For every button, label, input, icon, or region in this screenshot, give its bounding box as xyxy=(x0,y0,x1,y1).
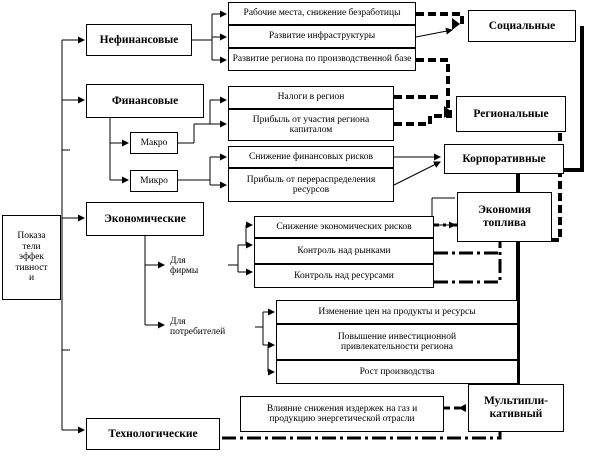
item-capital-profit: Прибыль от участия региона капиталом xyxy=(228,109,394,141)
item-price-change: Изменение цен на продукты и ресурсы xyxy=(276,300,518,324)
category-economic: Экономические xyxy=(86,202,204,236)
item-resource-control: Контроль над ресурсами xyxy=(254,264,434,288)
level-firm: Для фирмы xyxy=(166,251,228,281)
category-financial: Финансовые xyxy=(86,84,204,118)
outcome-social: Социальные xyxy=(468,10,576,42)
category-nonfinancial: Нефинансовые xyxy=(86,24,192,56)
item-infrastructure: Развитие инфраструктуры xyxy=(228,25,416,48)
item-economic-risk: Снижение экономических рисков xyxy=(254,216,434,238)
item-financial-risk: Снижение финансовых рисков xyxy=(228,146,394,168)
level-micro: Микро xyxy=(130,170,178,192)
item-gas-cost-reduction: Влияние снижения издержек на газ и проду… xyxy=(240,396,444,432)
root-efficiency-indicators: Показа тели эффек тивност и xyxy=(2,215,61,300)
outcome-multiplicative: Мультипли- кативный xyxy=(468,384,564,432)
level-consumer: Для потребителей xyxy=(166,312,255,342)
outcome-corporate: Корпоративные xyxy=(444,144,564,174)
item-taxes: Налоги в регион xyxy=(228,86,394,109)
category-technological: Технологические xyxy=(86,418,220,450)
item-market-control: Контроль над рынками xyxy=(254,238,434,264)
item-redistribution-profit: Прибыль от перераспределения ресурсов xyxy=(228,168,394,202)
item-production-growth: Рост производства xyxy=(276,360,518,384)
item-production-base: Развитие региона по производственной баз… xyxy=(228,48,416,71)
outcome-fuel-economy: Экономия топлива xyxy=(457,192,552,242)
item-jobs: Рабочие места, снижение безработицы xyxy=(228,2,416,25)
level-macro: Макро xyxy=(130,132,178,154)
item-investment-appeal: Повышение инвестиционной привлекательнос… xyxy=(276,324,518,360)
outcome-regional: Региональные xyxy=(456,96,566,132)
